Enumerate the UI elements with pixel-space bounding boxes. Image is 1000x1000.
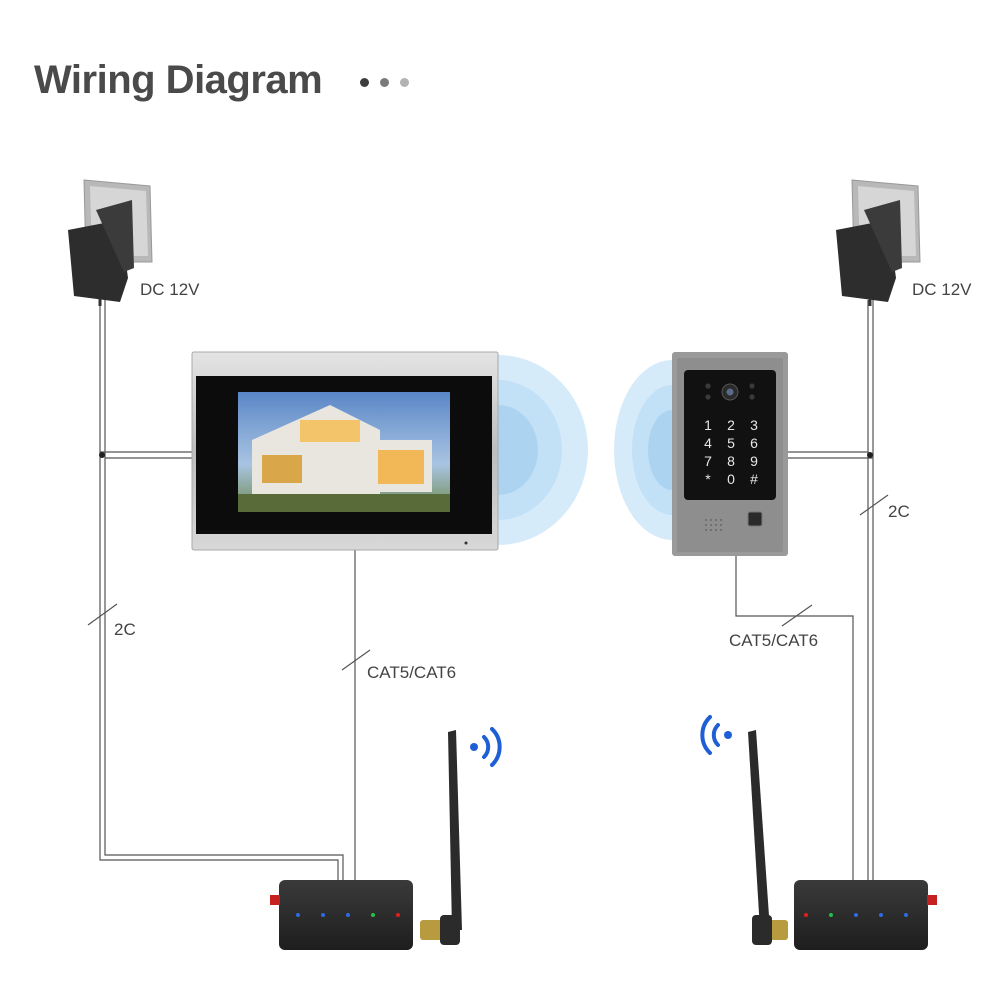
- label-2c-left: 2C: [114, 620, 136, 639]
- label-2c-right: 2C: [888, 502, 910, 521]
- bell-button: [747, 511, 763, 527]
- keypad-key-11: #: [750, 471, 758, 487]
- monitor-signal-waves: [498, 355, 588, 545]
- dot-3: [400, 78, 409, 87]
- keypad-key-2: 3: [750, 417, 758, 433]
- label-cat-left: CAT5/CAT6: [367, 663, 457, 682]
- junction-dot-left: [99, 452, 105, 458]
- keypad-key-10: 0: [727, 471, 735, 487]
- keypad-key-3: 4: [704, 435, 712, 451]
- wireless-bridge-left: [270, 730, 462, 950]
- label-dc-left: DC 12V: [140, 280, 200, 299]
- doorbell-signal-waves: [614, 360, 672, 540]
- page-title: Wiring Diagram: [34, 58, 323, 102]
- keypad-key-8: 9: [750, 453, 758, 469]
- wires: [99, 300, 874, 882]
- cable-ticks: [87, 494, 889, 671]
- title-dots: [360, 78, 409, 87]
- power-adapter-right: [836, 179, 921, 306]
- keypad-key-0: 1: [704, 417, 712, 433]
- junction-dot-right: [867, 452, 873, 458]
- dot-1: [360, 78, 369, 87]
- keypad-key-7: 8: [727, 453, 735, 469]
- indoor-monitor: [191, 351, 499, 551]
- wifi-signal-icon-right: [700, 715, 732, 755]
- keypad-key-5: 6: [750, 435, 758, 451]
- keypad-key-6: 7: [704, 453, 712, 469]
- door-station: [672, 352, 788, 556]
- label-cat-right: CAT5/CAT6: [729, 631, 819, 650]
- wifi-signal-icon-left: [470, 727, 502, 767]
- wireless-bridge-right: [748, 730, 937, 950]
- keypad-key-4: 5: [727, 435, 735, 451]
- dot-2: [380, 78, 389, 87]
- keypad-key-9: *: [705, 471, 711, 487]
- power-adapter-left: [68, 179, 153, 306]
- keypad-key-1: 2: [727, 417, 735, 433]
- label-dc-right: DC 12V: [912, 280, 972, 299]
